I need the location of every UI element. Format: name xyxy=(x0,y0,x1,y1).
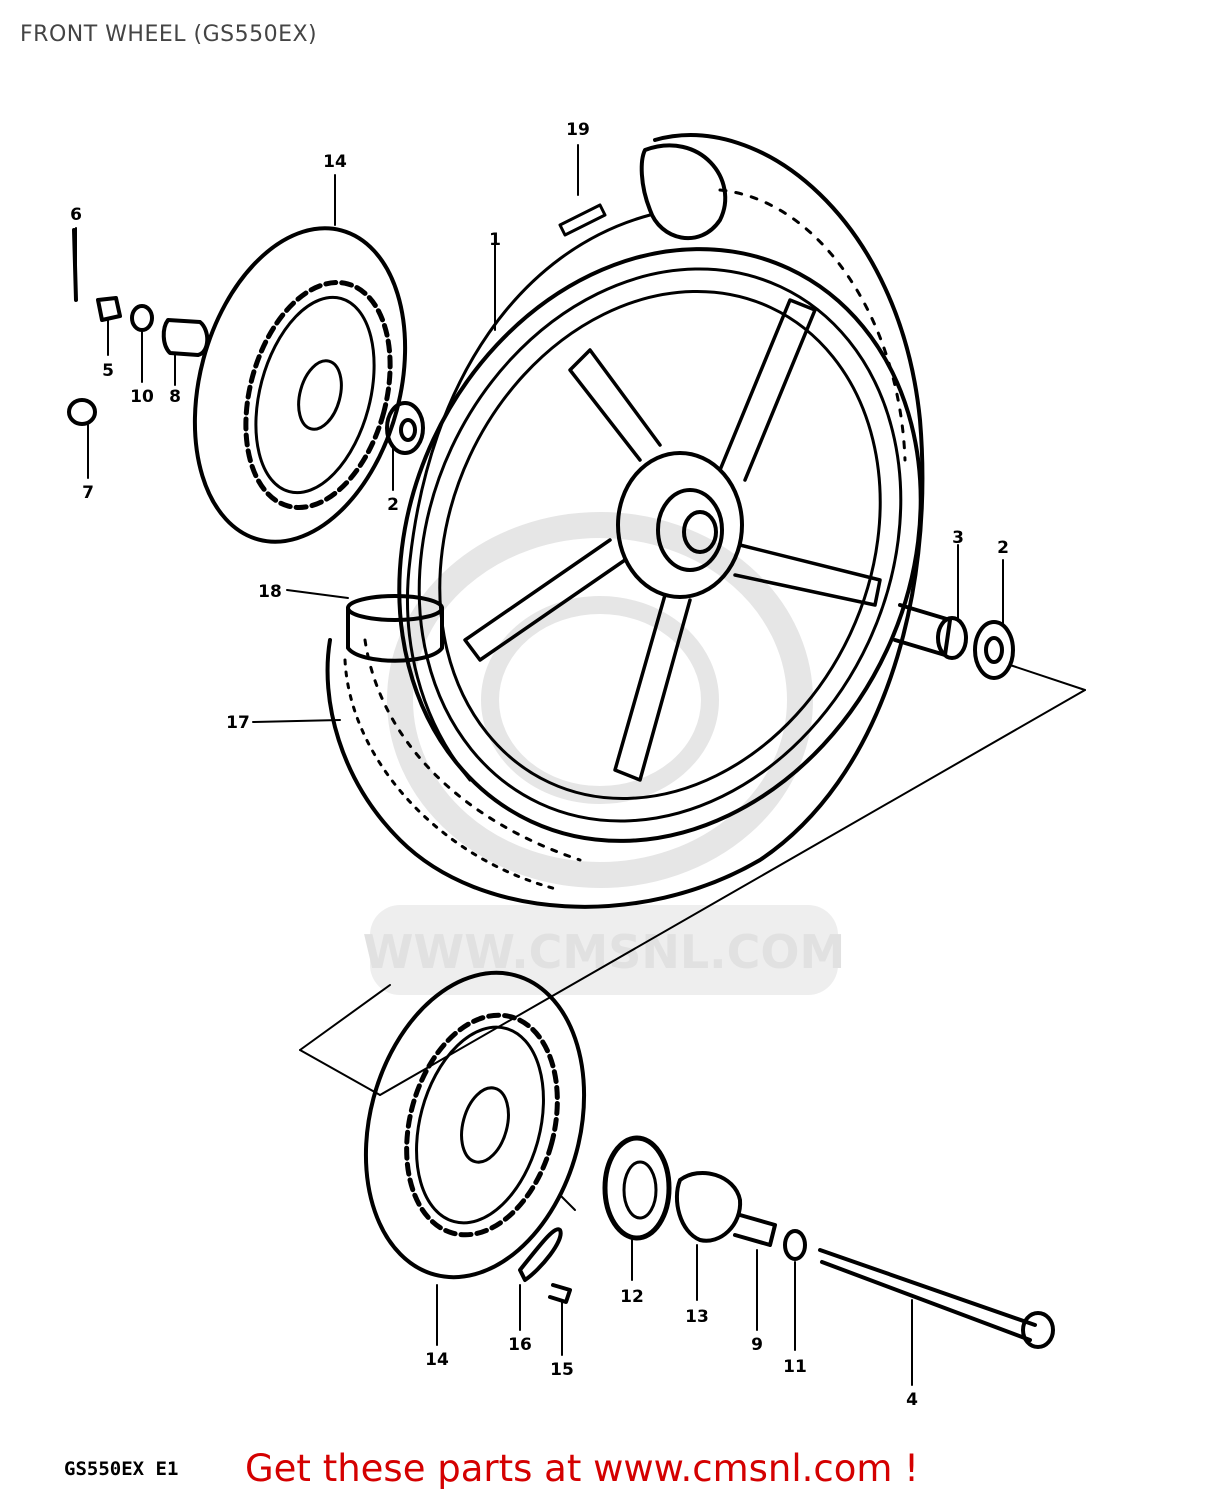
wheel-spokes xyxy=(463,298,882,782)
spacer-9 xyxy=(733,1213,777,1247)
callout-14-upper: 14 xyxy=(323,152,347,172)
callout-labels: 1 2 2 3 4 5 6 7 8 9 10 11 12 13 14 14 15… xyxy=(70,120,1009,1410)
callout-16: 16 xyxy=(508,1335,532,1355)
nut-7 xyxy=(67,398,97,426)
callout-6: 6 xyxy=(70,205,82,225)
wheel-hub xyxy=(616,451,744,599)
callout-9: 9 xyxy=(751,1335,763,1355)
drawing-code: GS550EX E1 xyxy=(64,1458,179,1480)
callout-13: 13 xyxy=(685,1307,709,1327)
callout-3: 3 xyxy=(952,528,964,548)
spacer-right xyxy=(893,603,968,660)
lock-washer-16 xyxy=(518,1227,563,1282)
callout-14-lower: 14 xyxy=(425,1350,449,1370)
callout-19: 19 xyxy=(566,120,590,140)
callout-7: 7 xyxy=(82,483,94,503)
bearing-left xyxy=(385,401,425,455)
callout-11: 11 xyxy=(783,1357,807,1377)
brake-disc-lower xyxy=(363,970,587,1280)
speedometer-gearbox xyxy=(346,594,444,663)
callout-12: 12 xyxy=(620,1287,644,1307)
callout-1: 1 xyxy=(489,230,501,250)
leader-lines xyxy=(75,144,1086,1386)
brake-disc-upper xyxy=(192,226,408,544)
rim xyxy=(397,247,923,843)
footer-link[interactable]: Get these parts at www.cmsnl.com ! xyxy=(245,1447,920,1490)
washer-10 xyxy=(130,304,154,332)
dust-seal-12 xyxy=(602,1135,672,1241)
collar-8 xyxy=(161,318,210,357)
axle-4 xyxy=(818,1248,1055,1349)
cmsnl-watermark: WWW.CMSNL.COM xyxy=(363,512,846,995)
page-title: FRONT WHEEL (GS550EX) xyxy=(20,22,318,47)
callout-8: 8 xyxy=(169,387,181,407)
bearing-right xyxy=(973,620,1015,680)
callout-2-left: 2 xyxy=(387,495,399,515)
callout-2-right: 2 xyxy=(997,538,1009,558)
watermark-url: WWW.CMSNL.COM xyxy=(363,925,846,979)
tyre xyxy=(325,133,925,909)
callout-15: 15 xyxy=(550,1360,574,1380)
bolt-15 xyxy=(548,1283,572,1304)
callout-17: 17 xyxy=(226,713,250,733)
callout-4: 4 xyxy=(906,1390,918,1410)
callout-10: 10 xyxy=(130,387,154,407)
callout-18: 18 xyxy=(258,582,282,602)
washer-11 xyxy=(783,1229,807,1261)
valve xyxy=(558,203,607,237)
speedometer-gear-13 xyxy=(674,1170,743,1243)
nut-5 xyxy=(96,296,122,322)
callout-5: 5 xyxy=(102,361,114,381)
